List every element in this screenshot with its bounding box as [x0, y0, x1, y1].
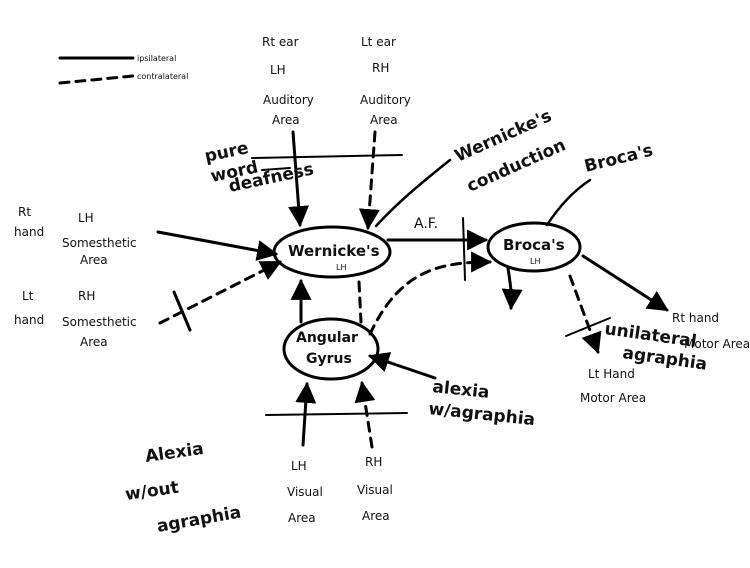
- rh-visual-to-angular-arrow: [354, 380, 376, 449]
- lh-visual-to-angular-arrow: [295, 381, 317, 447]
- rh-auditory-to-visual-dashed-line: [357, 280, 363, 324]
- lt-hand-label: Lt hand: [14, 289, 44, 327]
- legend-dashed-line: [58, 74, 135, 85]
- svg-text:Visual: Visual: [287, 485, 323, 499]
- broca-to-lt-hand-motor-arrow: [568, 274, 602, 354]
- svg-text:agraphia: agraphia: [155, 502, 242, 536]
- svg-text:Rt: Rt: [18, 205, 31, 219]
- svg-text:Rt ear: Rt ear: [262, 35, 299, 49]
- legend-ipsilateral-label: ipsilateral: [137, 54, 176, 63]
- conduction-lesion-mark: [462, 217, 466, 281]
- svg-text:RH: RH: [78, 289, 95, 303]
- svg-text:hand: hand: [14, 313, 44, 327]
- svg-text:Area: Area: [370, 113, 398, 127]
- svg-text:Motor Area: Motor Area: [684, 337, 750, 351]
- legend: ipsilateral contralateral: [58, 54, 188, 85]
- lt-hand-motor-label: Lt Hand Motor Area: [580, 367, 646, 405]
- wernicke-label: Wernicke's: [288, 242, 380, 260]
- svg-text:Motor Area: Motor Area: [580, 391, 646, 405]
- rt-ear-to-wernicke-arrow: [288, 130, 310, 228]
- brocas-aphasia-annotation: Broca's: [582, 141, 655, 177]
- svg-text:Lt: Lt: [22, 289, 34, 303]
- lh-visual-label: LH Visual Area: [287, 459, 323, 525]
- broca-label: Broca's: [503, 236, 565, 254]
- svg-text:Auditory: Auditory: [360, 93, 411, 107]
- svg-text:w/out: w/out: [124, 478, 180, 505]
- angular-gyrus-label-1: Angular: [296, 330, 358, 346]
- lt-ear-to-wernicke-arrow: [358, 130, 380, 231]
- angular-to-broca-dashed-arrow: [368, 251, 493, 336]
- svg-text:Lt Hand: Lt Hand: [588, 367, 635, 381]
- svg-text:w/agraphia: w/agraphia: [427, 399, 535, 430]
- svg-text:Area: Area: [272, 113, 300, 127]
- svg-text:Lt ear: Lt ear: [361, 35, 396, 49]
- rt-hand-motor-label: Rt hand Motor Area: [672, 311, 750, 351]
- rt-ear-label: Rt ear LH Auditory Area: [262, 35, 314, 127]
- lt-ear-label: Lt ear RH Auditory Area: [360, 35, 411, 127]
- rh-visual-label: RH Visual Area: [357, 455, 393, 523]
- visual-horizontal-line: [265, 412, 408, 416]
- wernicke-sublabel: LH: [336, 263, 346, 272]
- broca-down-arrow: [501, 266, 523, 311]
- rt-hand-label: Rt hand: [14, 205, 44, 239]
- svg-text:RH: RH: [372, 61, 389, 75]
- rh-somesthetic-label: RH Somesthetic Area: [62, 289, 137, 349]
- af-label: A.F.: [414, 216, 438, 232]
- unilateral-agraphia-annotation: unilateral agraphia: [603, 319, 708, 375]
- svg-text:Area: Area: [80, 335, 108, 349]
- brocas-aphasia-pointer: [545, 178, 592, 227]
- svg-text:LH: LH: [270, 63, 286, 77]
- svg-text:Alexia: Alexia: [144, 439, 205, 467]
- svg-text:Somesthetic: Somesthetic: [62, 315, 137, 329]
- svg-text:alexia: alexia: [431, 377, 490, 403]
- broca-sublabel: LH: [530, 257, 540, 266]
- svg-text:Rt hand: Rt hand: [672, 311, 719, 325]
- alexia-without-agraphia-annotation: Alexia w/out agraphia: [124, 439, 243, 537]
- alexia-with-agraphia-pointer: [368, 352, 437, 380]
- wernicke-node: Wernicke's LH: [272, 225, 392, 279]
- angular-gyrus-node: Angular Gyrus: [282, 317, 380, 381]
- svg-text:Auditory: Auditory: [263, 93, 314, 107]
- auditory-horizontal-line: [251, 154, 403, 159]
- lt-hand-to-wernicke-arrow: [158, 260, 282, 325]
- svg-text:Somesthetic: Somesthetic: [62, 236, 137, 250]
- angular-gyrus-label-2: Gyrus: [306, 351, 352, 367]
- svg-text:RH: RH: [365, 455, 382, 469]
- broca-to-rt-hand-motor-arrow: [581, 254, 669, 312]
- legend-contralateral-label: contralateral: [137, 72, 188, 81]
- wernickes-aphasia-pointer: [374, 158, 452, 228]
- alexia-with-agraphia-annotation: alexia w/agraphia: [427, 377, 535, 430]
- lt-hand-lesion-mark: [172, 290, 192, 332]
- svg-text:Area: Area: [362, 509, 390, 523]
- unilateral-agraphia-lesion-mark: [565, 317, 611, 337]
- lh-somesthetic-label: LH Somesthetic Area: [62, 211, 137, 267]
- rt-hand-to-wernicke-arrow: [156, 230, 279, 261]
- svg-text:LH: LH: [78, 211, 94, 225]
- svg-text:Visual: Visual: [357, 483, 393, 497]
- svg-text:hand: hand: [14, 225, 44, 239]
- svg-text:Area: Area: [80, 253, 108, 267]
- angular-gyrus-ellipse: [282, 317, 380, 381]
- svg-text:LH: LH: [291, 459, 307, 473]
- svg-text:Area: Area: [288, 511, 316, 525]
- broca-node: Broca's LH: [486, 221, 582, 273]
- pure-word-deafness-pointer: [261, 167, 291, 171]
